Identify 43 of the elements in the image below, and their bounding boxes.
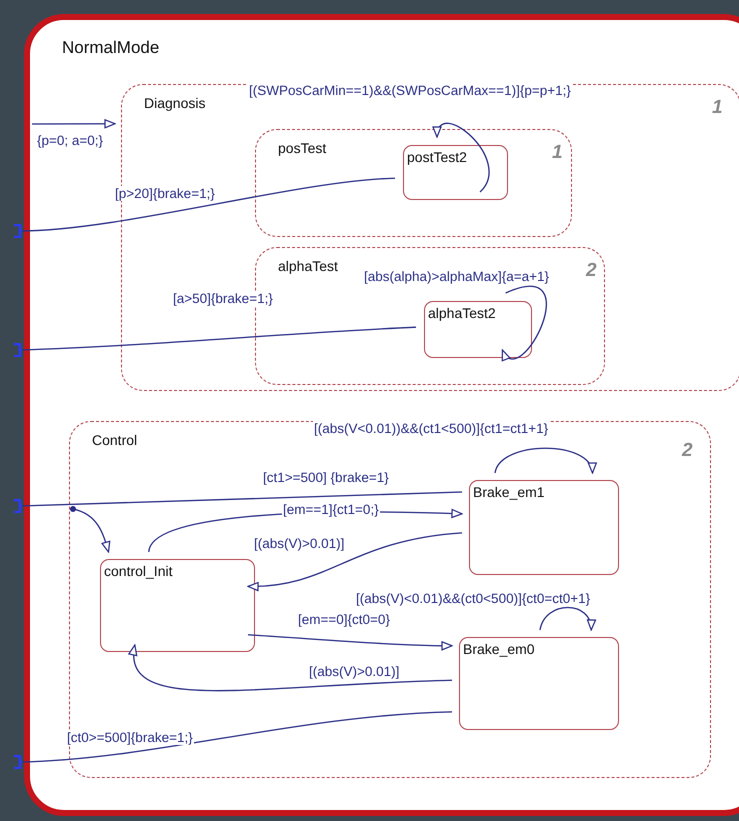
transition-arrow (434, 122, 490, 192)
transition-label: [(abs(V<0.01))&&(ct1<500)]{ct1=ct1+1} (313, 421, 550, 436)
execution-order-number: 1 (712, 97, 723, 119)
state-name: posTest (278, 140, 326, 156)
state-box (459, 637, 619, 730)
transition-label: {p=0; a=0;} (36, 133, 104, 148)
state-name: alphaTest2 (428, 305, 496, 321)
transition-arrow (72, 508, 110, 553)
state-name: control_Init (104, 563, 172, 579)
state-box (469, 480, 619, 575)
transition-arrow (247, 532, 462, 591)
transition-label: [(abs(V)>0.01)] (308, 664, 400, 679)
transition-arrow (32, 119, 116, 128)
transition-arrow (502, 286, 547, 362)
transition-label: [p>20]{brake=1;} (114, 186, 216, 201)
state-box (424, 301, 532, 358)
state-box (24, 14, 739, 816)
transition-label: [abs(alpha)>alphaMax]{a=a+1} (363, 269, 550, 284)
state-name: alphaTest (278, 258, 338, 274)
transition-arrow (539, 606, 595, 631)
state-box (403, 145, 508, 200)
transition-label: [ct0>=500]{brake=1;} (66, 730, 194, 745)
transition-label: [(abs(V)<0.01)&&(ct0<500)]{ct0=ct0+1} (355, 591, 592, 606)
transition-label: [ct1>=500] {brake=1} (262, 470, 390, 485)
transition-label: [em==1]{ct1=0;} (282, 502, 380, 517)
state-name: NormalMode (62, 38, 160, 58)
transition-label: [(abs(V)>0.01)] (253, 536, 346, 551)
parallel-state-box (255, 129, 572, 237)
state-name: Brake_em0 (463, 641, 535, 657)
execution-order-number: 2 (586, 260, 597, 282)
transition-label: [a>50]{brake=1;} (172, 291, 274, 306)
state-name: Control (92, 432, 138, 448)
state-box (100, 559, 255, 652)
transition-arrow (248, 634, 453, 650)
state-name: postTest2 (407, 149, 467, 165)
transition-arrow (494, 448, 594, 474)
transition-label: [em==0]{ct0=0} (297, 612, 391, 627)
state-name: Brake_em1 (473, 484, 545, 500)
execution-order-number: 1 (552, 142, 563, 164)
transition-arrow (130, 644, 452, 692)
state-name: Diagnosis (144, 95, 206, 111)
execution-order-number: 2 (682, 440, 693, 462)
transition-label: [(SWPosCarMin==1)&&(SWPosCarMax==1)]{p=p+1;} (248, 83, 572, 98)
